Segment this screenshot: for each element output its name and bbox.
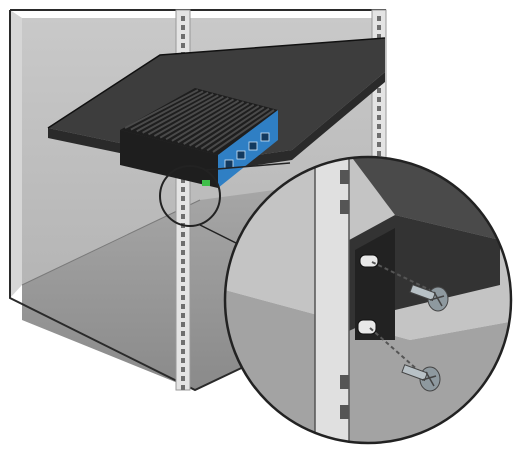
rail-hole [377, 133, 381, 138]
ethernet-port [224, 159, 234, 169]
zoom-rail-hole-1 [340, 170, 349, 184]
heatsink-fin [159, 97, 229, 139]
zoom-connector-line-bottom [199, 224, 241, 246]
heatsink-fin [183, 102, 250, 145]
rail-hole [181, 286, 185, 291]
heatsink-fin [206, 107, 270, 152]
rail-hole [181, 277, 185, 282]
heatsink-fin [212, 109, 275, 153]
device-port-panel [218, 110, 278, 188]
heatsink-fin [153, 95, 224, 137]
rail-hole [377, 25, 381, 30]
rail-hole [181, 34, 185, 39]
rail-hole [181, 358, 185, 363]
rail-hole [377, 142, 381, 147]
zoom-connector-line-top [204, 162, 291, 171]
zoom-circle-callout [223, 155, 513, 445]
switch-device-icon [120, 88, 278, 188]
cabinet-inner-edge [21, 199, 201, 286]
rail-hole [181, 322, 185, 327]
rail-hole [377, 16, 381, 21]
rail-hole [181, 241, 185, 246]
rail-hole [377, 115, 381, 120]
rail-hole [181, 331, 185, 336]
rail-hole [181, 232, 185, 237]
rail-hole [181, 196, 185, 201]
rail-hole [377, 151, 381, 156]
rail-hole [181, 187, 185, 192]
heatsink-fin [124, 89, 199, 129]
rail-hole [181, 313, 185, 318]
rail-hole [181, 376, 185, 381]
zoom-cabinet-floor [225, 290, 511, 443]
rail-hole [181, 259, 185, 264]
device-status-led [202, 180, 210, 186]
rail-hole [181, 178, 185, 183]
ethernet-port [248, 141, 258, 151]
rail-hole [181, 304, 185, 309]
rack-screw-icon [409, 284, 449, 312]
rail-hole [181, 16, 185, 21]
rail-hole [181, 205, 185, 210]
rail-hole [377, 106, 381, 111]
heatsink-fin [177, 101, 245, 144]
heatsink-fin [188, 103, 255, 147]
rail-hole [181, 214, 185, 219]
heatsink-fin [200, 106, 265, 150]
rail-hole [377, 34, 381, 39]
rail-hole [181, 43, 185, 48]
rail-hole [181, 385, 185, 390]
rail-hole [181, 250, 185, 255]
device-front [120, 130, 218, 188]
heatsink-fin [171, 99, 240, 142]
rack-screw-icon-lower [401, 364, 441, 392]
heatsink-fin [136, 91, 209, 133]
rail-hole [377, 124, 381, 129]
zoom-source-circle [159, 165, 221, 227]
rail-hole [181, 268, 185, 273]
heatsink-fin [147, 94, 219, 136]
rail-hole [181, 25, 185, 30]
heatsink-fin [165, 98, 234, 141]
heatsink-fin [142, 93, 214, 134]
rail-hole [181, 295, 185, 300]
rail-hole [181, 340, 185, 345]
zoom-bracket-hole-top [359, 254, 379, 268]
rail-hole [377, 97, 381, 102]
heatsink-fin [130, 90, 204, 131]
rail-hole [377, 88, 381, 93]
zoom-screw-guide-top [371, 261, 431, 291]
heatsink-fin [194, 105, 260, 149]
zoom-bracket-hole-bottom [357, 319, 377, 335]
rack-shelf-outline [47, 37, 386, 129]
zoom-rail-hole-2 [340, 200, 349, 214]
zoom-rail-hole-4 [340, 405, 349, 419]
ethernet-port [236, 150, 246, 160]
device-heatsink-fins [124, 89, 275, 153]
cabinet-left-side [10, 10, 22, 298]
rail-hole [181, 367, 185, 372]
rail-hole [181, 349, 185, 354]
zoom-rail-hole-3 [340, 375, 349, 389]
ethernet-port [260, 132, 270, 142]
